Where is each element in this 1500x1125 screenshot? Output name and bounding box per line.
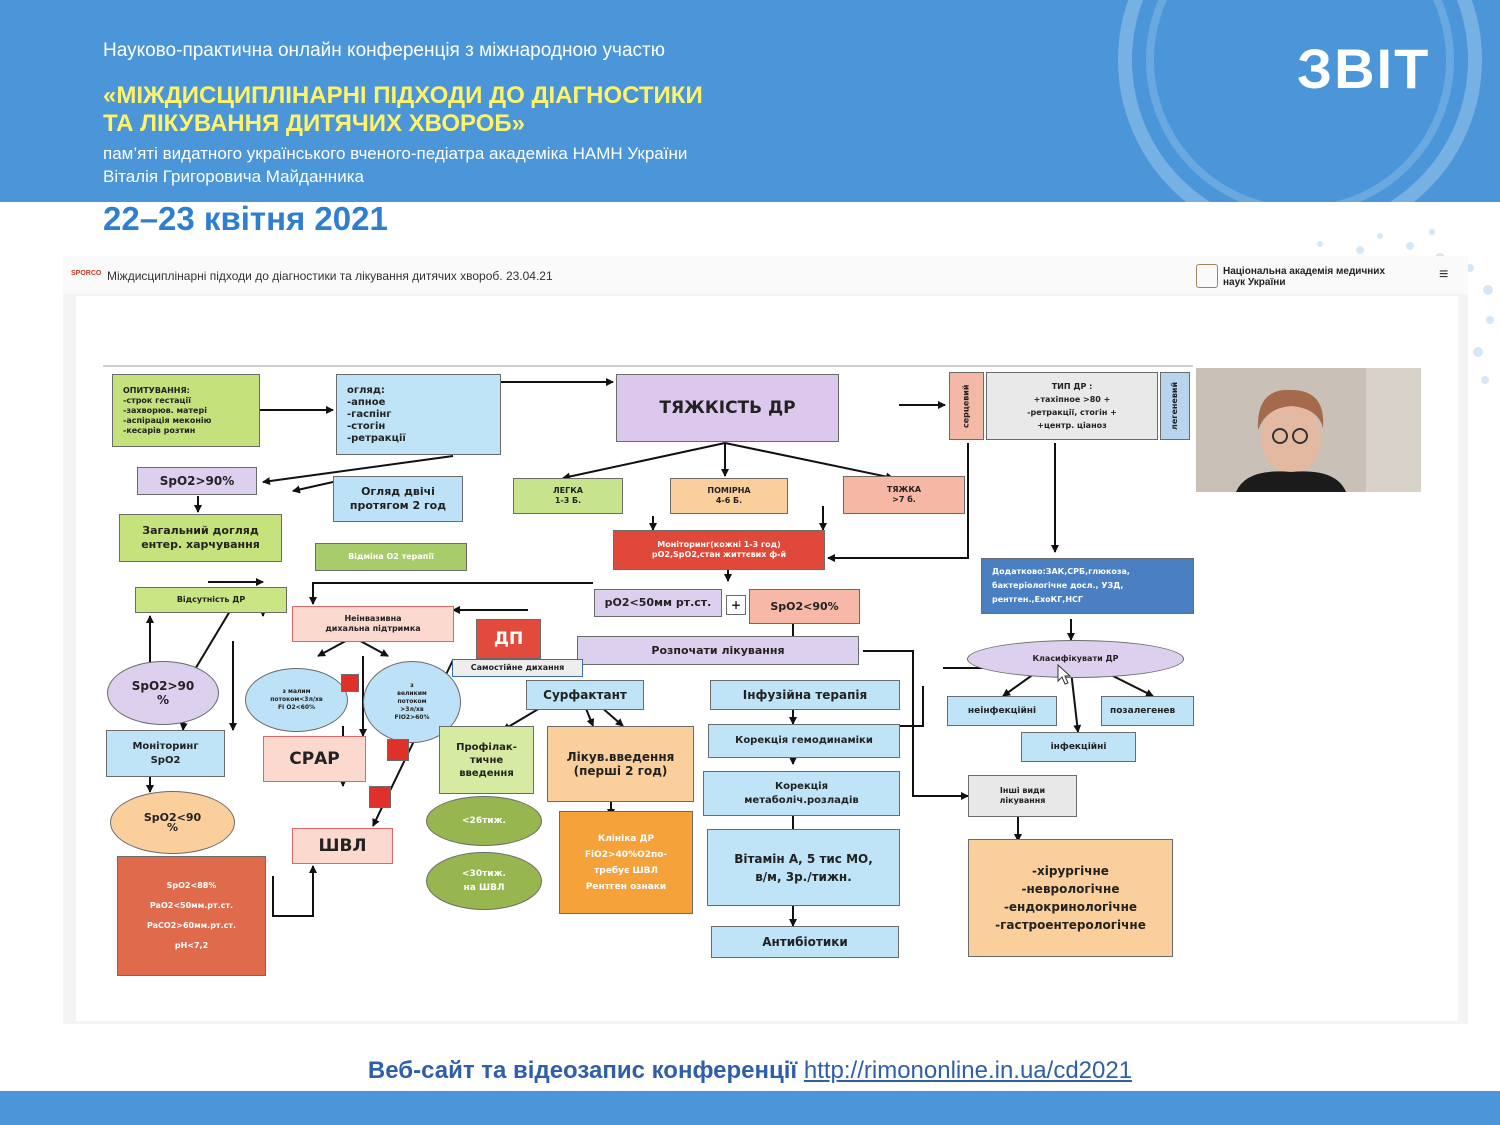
- survey-box: ОПИТУВАННЯ: -строк гестації -захворюв. м…: [112, 374, 260, 447]
- spo2-above-90-ellipse: SpO2>90 %: [107, 661, 219, 725]
- memorial-text: пам’яті видатного українського вченого-п…: [103, 142, 687, 188]
- under-26-weeks-ellipse: <26тиж.: [426, 796, 542, 846]
- flowchart-connectors: [103, 365, 1193, 927]
- ventilation-box: ШВЛ: [292, 828, 393, 864]
- red-marker-1: [341, 674, 359, 692]
- spontaneous-breathing-box: Самостійне дихання: [452, 659, 583, 677]
- vitamin-a-box: Вітамін А, 5 тис МО, в/м, 3р./тижн.: [707, 829, 900, 906]
- ventilation-criteria-box: SpO2<88% PaO2<50мм.рт.ст. PaCO2>60мм.рт.…: [117, 856, 266, 976]
- cpap-box: СРАР: [263, 736, 366, 782]
- spo2-below-90-box: SpO2<90%: [749, 589, 860, 624]
- pulmonary-label: легеневий: [1160, 372, 1190, 440]
- speaker-video: [1196, 368, 1421, 492]
- prophylactic-box: Профілак- тичне введення: [439, 726, 534, 794]
- po2-box: рО2<50мм рт.ст.: [594, 589, 722, 617]
- spo2-below-90-ellipse: SpO2<90 %: [110, 791, 235, 854]
- cancel-o2-box: Відміна О2 терапії: [315, 543, 467, 571]
- hemodynamics-box: Корекція гемодинаміки: [708, 724, 900, 758]
- plus-sign: +: [726, 595, 746, 615]
- academy-emblem-icon: [1196, 264, 1218, 288]
- screen-topbar: SPORCO Міждисциплінарні підходи до діагн…: [63, 256, 1468, 294]
- start-treatment-box[interactable]: Розпочати лікування: [577, 636, 859, 665]
- conference-banner: [0, 0, 1500, 202]
- red-marker-3: [369, 786, 391, 808]
- cardiac-label: серцевий: [949, 372, 984, 440]
- dr-type-box: ТИП ДР : +тахіпное >80 + -ретракції, сто…: [986, 372, 1158, 440]
- conference-subtitle: Науково-практична онлайн конференція з м…: [103, 40, 665, 61]
- conference-title: «МІЖДИСЦИПЛІНАРНІ ПІДХОДИ ДО ДІАГНОСТИКИ…: [103, 82, 703, 138]
- surfactant-box: Сурфактант: [526, 680, 644, 710]
- report-badge: ЗВІТ: [1297, 37, 1431, 100]
- spo2-above-90-box: SpO2>90%: [137, 467, 257, 495]
- shared-screen: SPORCO Міждисциплінарні підходи до діагн…: [63, 256, 1468, 1024]
- infectious-box: інфекційні: [1021, 732, 1136, 762]
- dp-box: ДП: [476, 619, 541, 659]
- antibiotics-box: Антибіотики: [711, 926, 899, 958]
- additional-tests-box: Додатково:ЗАК,СРБ,глюкоза, бактеріологіч…: [981, 558, 1194, 614]
- other-treatment-box: Інші види лікування: [968, 775, 1077, 817]
- monitoring-spo2-box: Моніторинг SpO2: [106, 730, 225, 777]
- mild-box: ЛЕГКА 1-3 Б.: [513, 478, 623, 514]
- memorial-line2: Віталія Григоровича Майданника: [103, 167, 364, 186]
- footer: Веб-сайт та відеозапис конференції http:…: [0, 1057, 1500, 1085]
- infusion-therapy-box: Інфузійна терапія: [710, 680, 900, 710]
- specialties-box: -хірургічне -неврологічне -ендокринологі…: [968, 839, 1173, 957]
- severe-box: ТЯЖКА >7 б.: [843, 476, 965, 514]
- academy-name: Національна академія медичних наук Украї…: [1223, 266, 1385, 288]
- exam-box: огляд: -апное -гаспінг -стогін -ретракці…: [336, 374, 501, 455]
- no-dr-box: Відсутність ДР: [135, 587, 287, 613]
- speaker-avatar-icon: [1196, 368, 1421, 492]
- clinical-criteria-box: Клініка ДР FiO2>40%О2по- требує ШВЛ Рент…: [559, 811, 693, 914]
- under-30-weeks-ellipse: <30тиж. на ШВЛ: [426, 852, 542, 910]
- academy-name-line1: Національна академія медичних: [1223, 266, 1386, 277]
- footer-bar: [0, 1091, 1500, 1125]
- general-care-box: Загальний догляд ентер. харчування: [119, 514, 282, 562]
- moderate-box: ПОМІРНА 4-6 Б.: [670, 478, 788, 514]
- therapeutic-box: Лікув.введення (перші 2 год): [547, 726, 694, 802]
- conference-title-line2: ТА ЛІКУВАННЯ ДИТЯЧИХ ХВОРОБ»: [103, 110, 525, 137]
- memorial-line1: пам’яті видатного українського вченого-п…: [103, 144, 688, 163]
- conference-date: 22–23 квітня 2021: [103, 200, 388, 237]
- severity-box: ТЯЖКІСТЬ ДР: [616, 374, 839, 442]
- academy-name-line2: наук України: [1223, 277, 1286, 288]
- footer-text: Веб-сайт та відеозапис конференції: [367, 1057, 798, 1084]
- monitoring-box: Моніторинг(кожні 1-3 год) рО2,SpO2,стан …: [613, 530, 825, 570]
- noninvasive-box: Неінвазивна дихальна підтримка: [292, 606, 454, 642]
- red-marker-2: [387, 739, 409, 761]
- noninfectious-box: неінфекційні: [947, 696, 1057, 726]
- screen-title: Міждисциплінарні підходи до діагностики …: [107, 269, 553, 283]
- exam-twice-box: Огляд двічі протягом 2 год: [333, 476, 463, 522]
- extrapulmonary-box: позалегенев: [1101, 696, 1194, 726]
- classify-dr-ellipse[interactable]: Класифікувати ДР: [967, 640, 1184, 678]
- screen-logo: SPORCO: [71, 270, 102, 277]
- mouse-cursor-icon: [1057, 664, 1072, 685]
- conference-website-link[interactable]: http://rimononline.in.ua/cd2021: [803, 1057, 1133, 1084]
- low-flow-ellipse: з малим потоком<3л/хв FI O2<60%: [245, 668, 348, 732]
- hamburger-menu-icon[interactable]: ≡: [1439, 266, 1449, 283]
- conference-title-line1: «МІЖДИСЦИПЛІНАРНІ ПІДХОДИ ДО ДІАГНОСТИКИ: [103, 82, 703, 109]
- metabolic-correction-box: Корекція метаболіч.розладів: [703, 771, 900, 816]
